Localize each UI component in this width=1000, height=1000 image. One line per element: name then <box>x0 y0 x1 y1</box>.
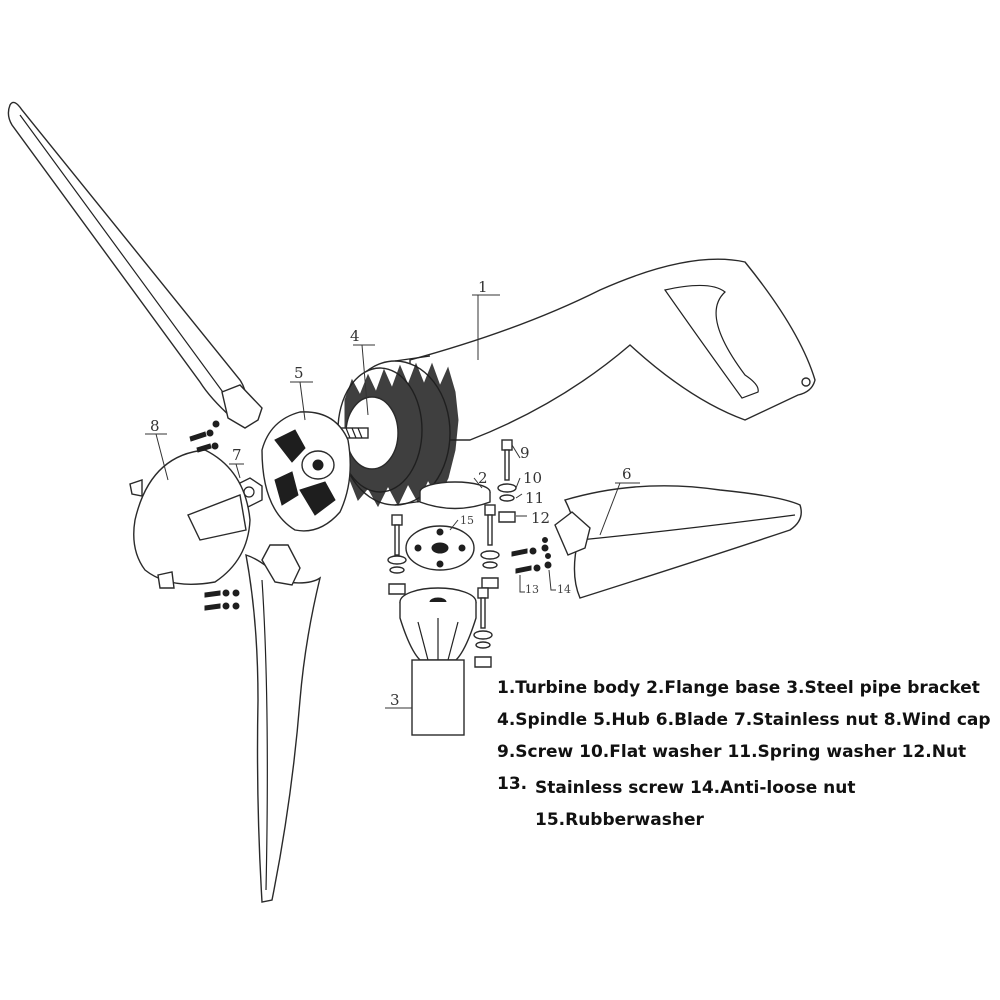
callout-1: 1 <box>478 278 488 296</box>
callout-14: 14 <box>557 583 571 596</box>
legend-line-4-text: Stainless screw 14.Anti-loose nut <box>535 778 856 798</box>
callout-9: 9 <box>520 444 530 462</box>
cap-screws <box>189 420 240 611</box>
leader-lines <box>145 294 640 709</box>
turbine-body <box>337 258 816 508</box>
steel-pipe-bracket <box>399 587 477 736</box>
callout-11: 11 <box>525 489 544 507</box>
blade-lower <box>245 544 322 903</box>
callout-12: 12 <box>531 509 550 527</box>
callout-3: 3 <box>390 691 400 709</box>
callout-6: 6 <box>622 465 632 483</box>
legend-line-2: 4.Spindle 5.Hub 6.Blade 7.Stainless nut … <box>497 710 991 730</box>
blade-upper-left <box>7 101 263 429</box>
callout-4: 4 <box>350 327 360 345</box>
legend-line-4-number: 13. <box>497 774 527 794</box>
flange-base <box>405 481 491 571</box>
hub <box>261 411 351 532</box>
callout-7: 7 <box>232 446 242 464</box>
callout-13: 13 <box>525 583 539 596</box>
blade-screws <box>511 537 552 574</box>
blade-right <box>554 485 802 599</box>
parts-legend: 1.Turbine body 2.Flange base 3.Steel pip… <box>497 678 991 830</box>
wind-cap <box>129 449 251 589</box>
callout-15: 15 <box>460 514 474 527</box>
callout-2: 2 <box>478 469 488 487</box>
legend-line-3: 9.Screw 10.Flat washer 11.Spring washer … <box>497 742 966 762</box>
callout-5: 5 <box>294 364 304 382</box>
callout-10: 10 <box>523 469 542 487</box>
callout-8: 8 <box>150 417 160 435</box>
bolts-washers <box>387 439 517 668</box>
legend-line-5: 15.Rubberwasher <box>535 810 704 830</box>
legend-line-1: 1.Turbine body 2.Flange base 3.Steel pip… <box>497 678 980 698</box>
